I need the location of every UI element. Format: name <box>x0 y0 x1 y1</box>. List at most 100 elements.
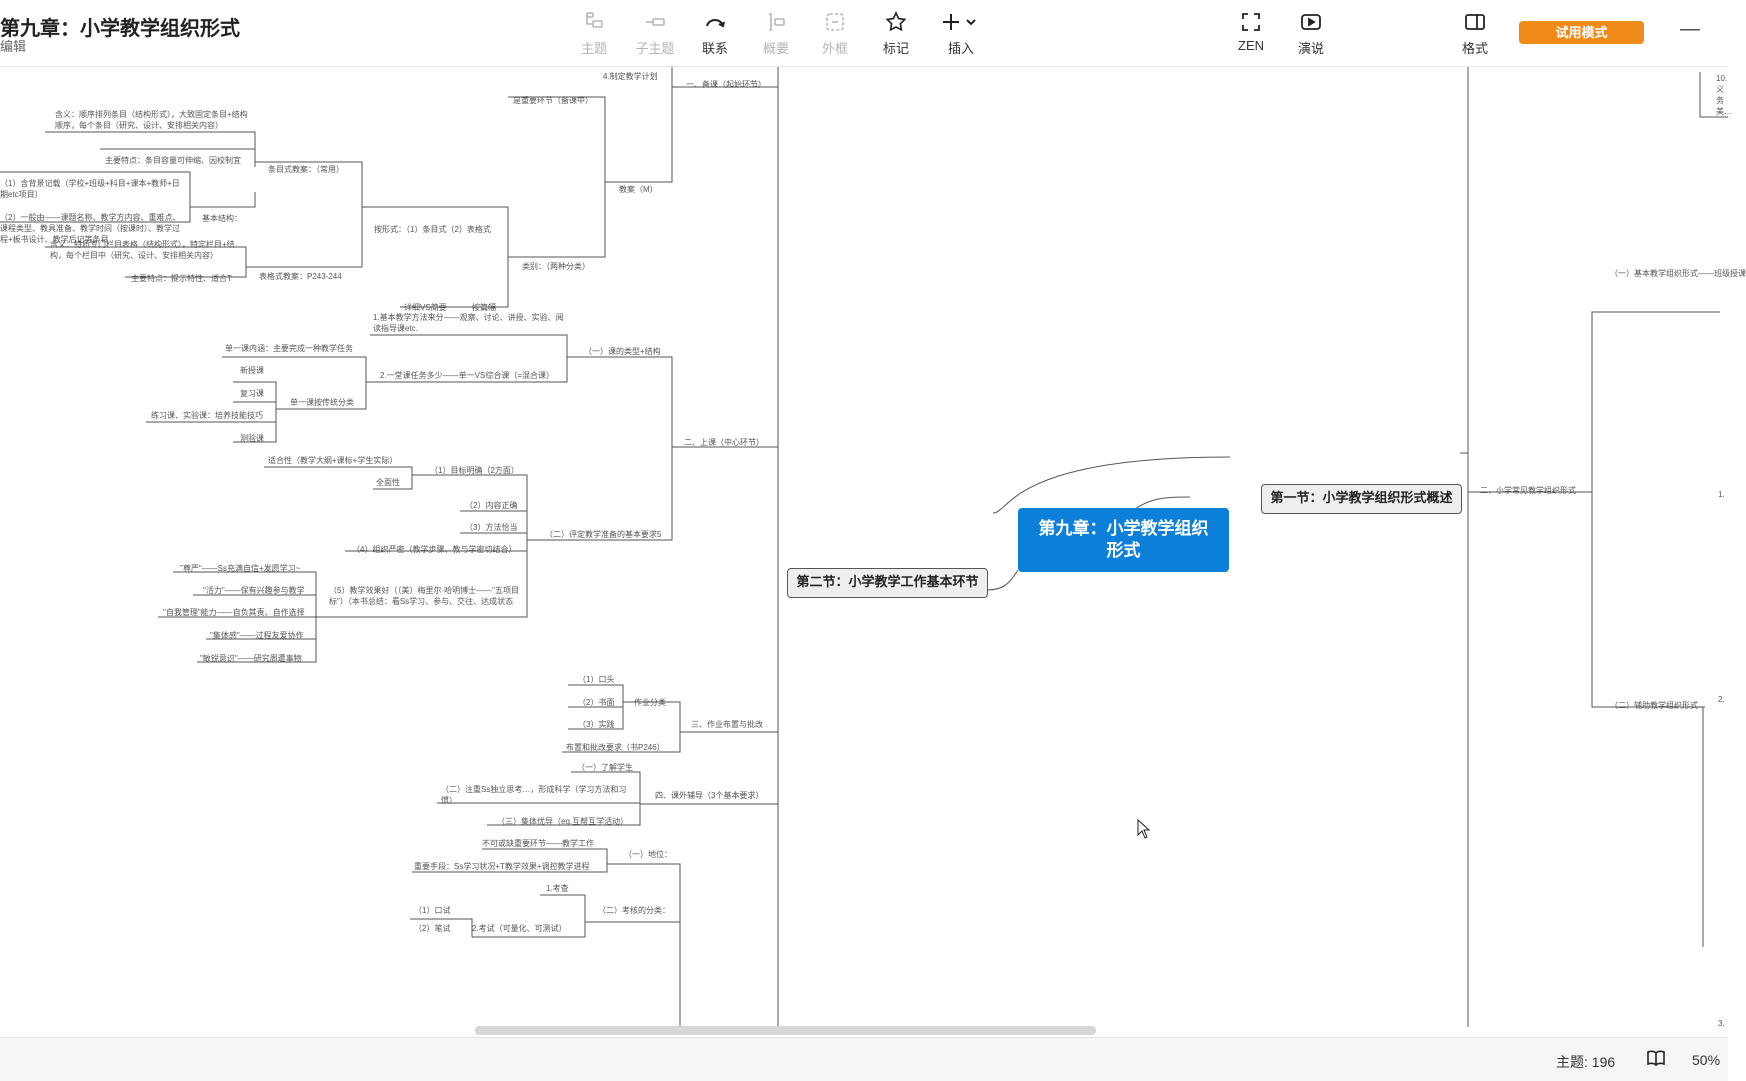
map-node[interactable]: （5）教学效果好（（美）梅里尔·哈明博士——"五项目标"）（本书总结：看Ss学习… <box>329 586 519 606</box>
topic-count: 主题: 196 <box>1556 1054 1616 1070</box>
map-node[interactable]: （1）目标明确（2方面） <box>430 466 519 475</box>
map-node[interactable]: 1.基本教学方法来分——观察、讨论、讲授、实验、阅读指导课etc. <box>373 313 564 333</box>
map-node[interactable]: 2. <box>1718 695 1725 704</box>
map-node[interactable]: 2.一堂课任务多少——单一VS综合课（=混合课） <box>380 371 555 380</box>
map-node[interactable]: 含义：特质专门栏目表格（结构形式），特定栏目+结构，每个栏目中（研究、设计、安排… <box>50 240 235 260</box>
map-node[interactable]: 四、课外辅导（3个基本要求） <box>655 791 764 800</box>
map-node[interactable]: 10.义务美… <box>1716 74 1732 116</box>
map-node[interactable]: "自我管理"能力——自负其责、自作选择 <box>163 608 305 617</box>
map-node[interactable]: "集体感"——过程友爱协作 <box>210 631 304 640</box>
map-node[interactable]: 测验课 <box>240 434 264 443</box>
map-node[interactable]: （3）实践 <box>578 720 615 729</box>
map-node[interactable]: 主要特点：提示特性、适合T <box>131 274 232 283</box>
outline-book-icon[interactable] <box>1646 1049 1666 1072</box>
map-node[interactable]: 重要手段：Ss学习状况+T教学效果+调控教学进程 <box>414 862 590 871</box>
map-node[interactable]: （2）内容正确 <box>465 501 518 510</box>
boundary-button[interactable]: 外框 <box>805 10 865 58</box>
map-node[interactable]: （二）注重Ss独立思考…，形成科学（学习方法和习惯） <box>441 785 627 805</box>
connector-lines <box>0 67 1728 1027</box>
map-node[interactable]: 二、上课（中心环节） <box>684 438 764 447</box>
zoom-level[interactable]: 50% <box>1692 1052 1721 1068</box>
mindmap-canvas[interactable]: 第九章：小学教学组织形式 第一节：小学教学组织形式概述 第二节：小学教学工作基本… <box>0 67 1746 1028</box>
marker-button[interactable]: 标记 <box>866 10 926 58</box>
map-node[interactable]: 教案（M） <box>619 185 658 194</box>
map-node[interactable]: 详细VS简要 <box>404 303 447 312</box>
zen-button[interactable]: ZEN <box>1221 10 1281 58</box>
map-node[interactable]: 适合性（教学大纲+课标+学生实际） <box>268 456 398 465</box>
map-node[interactable]: （一）地位： <box>624 850 672 859</box>
minimize-button[interactable]: — <box>1680 18 1700 40</box>
map-node[interactable]: "活力"——保有兴趣参与教学 <box>203 586 305 595</box>
format-panel-icon <box>1445 10 1505 34</box>
map-node[interactable]: 全面性 <box>376 478 400 487</box>
map-node[interactable]: （一）课的类型+结构 <box>584 347 661 356</box>
map-node[interactable]: 新授课 <box>240 366 264 375</box>
summary-icon <box>746 10 806 34</box>
map-node[interactable]: （一）基本教学组织形式——班级授课 <box>1610 269 1746 278</box>
plus-chevron-icon <box>931 10 991 34</box>
map-node[interactable]: 练习课、实验课：培养技能技巧 <box>151 411 263 420</box>
relation-button[interactable]: 联系 <box>685 10 745 58</box>
map-node[interactable]: （二）辅助教学组织形式 <box>1610 701 1698 710</box>
map-node[interactable]: 按形式：（1）条目式（2）表格式 <box>374 225 491 234</box>
map-node[interactable]: （1）含背景记载（学校+班级+科目+课本+教师+日期etc项目） <box>0 179 180 199</box>
map-node[interactable]: 单一课按传统分类 <box>290 398 354 407</box>
boundary-icon <box>805 10 865 34</box>
mouse-cursor-icon <box>1137 818 1151 844</box>
map-node[interactable]: 表格式教案：P243-244 <box>259 272 342 281</box>
map-node[interactable]: （2）书面 <box>578 698 615 707</box>
topic-icon <box>564 10 624 34</box>
map-node[interactable]: 布置和批改要求（书P246） <box>566 743 665 752</box>
root-topic[interactable]: 第九章：小学教学组织形式 <box>1018 508 1229 572</box>
map-node[interactable]: "敏锐意识"——研究周遭事物 <box>200 654 302 663</box>
map-node[interactable]: （2）笔试 <box>414 924 451 933</box>
map-node[interactable]: 1.考查 <box>546 884 569 893</box>
map-node[interactable]: 含义：顺序排列条目（结构形式），大致固定条目+结构顺序，每个条目（研究、设计、安… <box>55 110 248 130</box>
map-node[interactable]: （二）考核的分类： <box>598 906 670 915</box>
map-node[interactable]: 不可或缺重要环节——教学工作 <box>482 839 594 848</box>
topic-button[interactable]: 主题 <box>564 10 624 58</box>
map-node[interactable]: 单一课内涵：主要完成一种教学任务 <box>225 344 353 353</box>
star-icon <box>866 10 926 34</box>
format-button[interactable]: 格式 <box>1445 10 1505 58</box>
map-node[interactable]: 二、小学常见教学组织形式 <box>1480 486 1576 495</box>
map-node[interactable]: （2）一般由——课题名称、教学方内容、重难点、课程类型、教具准备、教学时间（按课… <box>0 213 181 244</box>
map-node[interactable]: 3. <box>1718 1019 1725 1028</box>
toolbar: 第九章：小学教学组织形式 编辑 主题 子主题 联系 概要 外框 标记 <box>0 0 1728 67</box>
horizontal-scrollbar[interactable] <box>475 1026 1096 1035</box>
map-node[interactable]: 1. <box>1718 490 1725 499</box>
summary-button[interactable]: 概要 <box>746 10 806 58</box>
map-node[interactable]: 复习课 <box>240 389 264 398</box>
map-node[interactable]: 2.考试（可量化、可测试） <box>472 924 567 933</box>
insert-button[interactable]: 插入 <box>931 10 991 58</box>
map-node[interactable]: "尊严"——Ss充满自信+发愿学习~ <box>180 564 301 573</box>
map-node[interactable]: （一）了解学生 <box>577 763 633 772</box>
fullscreen-icon <box>1221 10 1281 34</box>
trial-mode-button[interactable]: 试用模式 <box>1519 21 1644 44</box>
present-button[interactable]: 演说 <box>1281 10 1341 58</box>
map-node[interactable]: 三、作业布置与批改 <box>691 720 763 729</box>
relation-icon <box>685 10 745 34</box>
map-node[interactable]: 主要特点：条目容量可伸缩、因校制宜 <box>105 156 241 165</box>
section2-topic[interactable]: 第二节：小学教学工作基本环节 <box>787 568 988 598</box>
subtopic-icon <box>625 10 685 34</box>
play-icon <box>1281 10 1341 34</box>
map-node[interactable]: （1）口头 <box>578 675 615 684</box>
map-node[interactable]: 一、备课（起始环节） <box>686 80 766 89</box>
map-node[interactable]: （1）口试 <box>414 906 451 915</box>
subtopic-button[interactable]: 子主题 <box>625 10 685 58</box>
map-node[interactable]: 作业分类 <box>634 698 666 707</box>
map-node[interactable]: （4）组织严密（教学步骤、教与学密切结合） <box>352 545 517 554</box>
document-title: 第九章：小学教学组织形式 <box>0 18 240 40</box>
map-node[interactable]: 是重要环节（备课中） <box>513 96 593 105</box>
section1-topic[interactable]: 第一节：小学教学组织形式概述 <box>1261 484 1462 514</box>
map-node[interactable]: （三）集体优导（eg.互帮互学活动） <box>497 817 629 826</box>
document-subtitle: 编辑 <box>0 39 27 54</box>
map-node[interactable]: 4.制定教学计划 <box>603 72 658 81</box>
map-node[interactable]: 按篇幅 <box>472 303 496 312</box>
map-node[interactable]: （二）评定教学准备的基本要求5 <box>545 530 662 539</box>
map-node[interactable]: 条目式教案：（常用） <box>268 165 344 174</box>
map-node[interactable]: 类别：（两种分类） <box>522 262 590 271</box>
map-node[interactable]: （3）方法恰当 <box>465 523 518 532</box>
map-node[interactable]: 基本结构： <box>202 214 242 223</box>
